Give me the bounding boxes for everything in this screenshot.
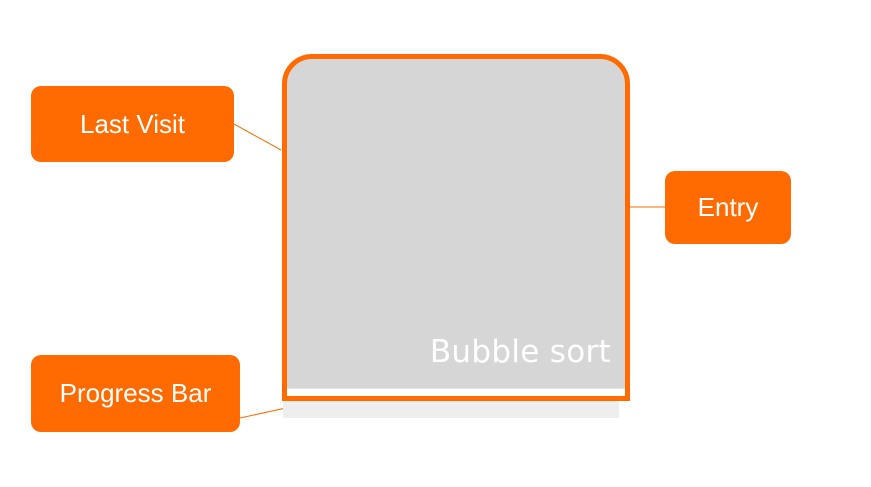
callout-entry: Entry (665, 171, 791, 244)
card-shadow (283, 398, 619, 418)
leader-line-last-visit (233, 123, 282, 151)
callout-progress-bar: Progress Bar (31, 355, 240, 432)
entry-card-title: Bubble sort (429, 334, 611, 370)
callout-last-visit: Last Visit (31, 86, 234, 162)
entry-card[interactable]: Bubble sort (282, 54, 630, 401)
progress-bar (287, 388, 625, 396)
callout-progress-bar-label: Progress Bar (59, 378, 212, 408)
callout-last-visit-label: Last Visit (79, 108, 185, 139)
callout-entry-label: Entry (697, 192, 759, 222)
